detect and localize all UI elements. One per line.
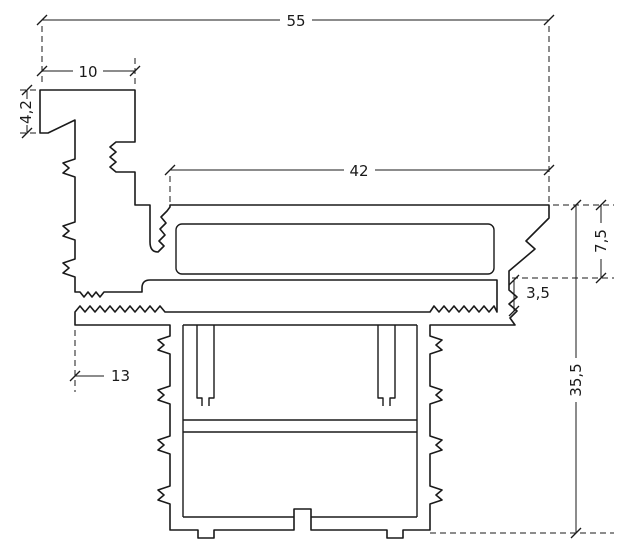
mid-partition-wall	[183, 419, 417, 433]
label-mask	[594, 223, 608, 259]
box-inner-cavity	[182, 324, 418, 518]
profile-outline	[39, 89, 550, 539]
label-mask	[344, 162, 375, 178]
label-mask	[569, 358, 583, 402]
profile-outer-contour	[39, 89, 550, 539]
dimension-tick	[570, 199, 582, 211]
rotated-label-group: 35,5	[567, 358, 585, 402]
label-mask	[521, 284, 555, 301]
dimension-label-35-5: 35,5	[567, 363, 585, 396]
dimension-tick	[595, 199, 607, 211]
dimension-lip-width: 10	[36, 58, 141, 86]
label-mask	[20, 99, 33, 125]
dimension-label-4-2: 4,2	[17, 100, 35, 124]
screw-channel-left	[196, 325, 215, 406]
dimension-label-13: 13	[111, 367, 130, 385]
dimension-label-42: 42	[349, 162, 368, 180]
dimension-tick	[69, 370, 81, 382]
dimension-tick	[21, 84, 33, 96]
label-mask	[280, 12, 312, 28]
dimension-tick	[570, 527, 582, 539]
dimension-glazing-width: 42	[164, 162, 555, 203]
screw-channel-right	[377, 325, 396, 406]
dimension-tick	[36, 65, 48, 77]
dimension-tick	[543, 164, 555, 176]
dimension-label-3-5: 3,5	[526, 284, 550, 302]
dimension-label-7-5: 7,5	[592, 229, 610, 253]
dimension-tick	[595, 272, 607, 284]
dimension-tick	[21, 127, 33, 139]
dimension-lip-height: 4,2	[17, 84, 36, 139]
dimension-label-10: 10	[78, 63, 97, 81]
rotated-label-group: 4,2	[17, 99, 35, 125]
dimension-body-height: 35,5	[430, 199, 614, 539]
dimension-stem-offset: 13	[69, 330, 130, 392]
dimension-flange-depth: 7,5	[512, 199, 614, 284]
dimension-tick	[508, 305, 520, 317]
label-mask	[73, 63, 103, 79]
rotated-label-group: 7,5	[592, 223, 610, 259]
dimension-slot-height: 3,5	[508, 274, 555, 317]
dimension-overall-width: 55	[36, 12, 555, 203]
dimension-tick	[164, 164, 176, 176]
dimension-label-55: 55	[286, 12, 305, 30]
dimension-tick	[508, 274, 520, 286]
glazing-slot-cavity	[175, 223, 495, 275]
dimension-tick	[36, 14, 48, 26]
dimension-tick	[543, 14, 555, 26]
dimension-tick	[129, 65, 141, 77]
